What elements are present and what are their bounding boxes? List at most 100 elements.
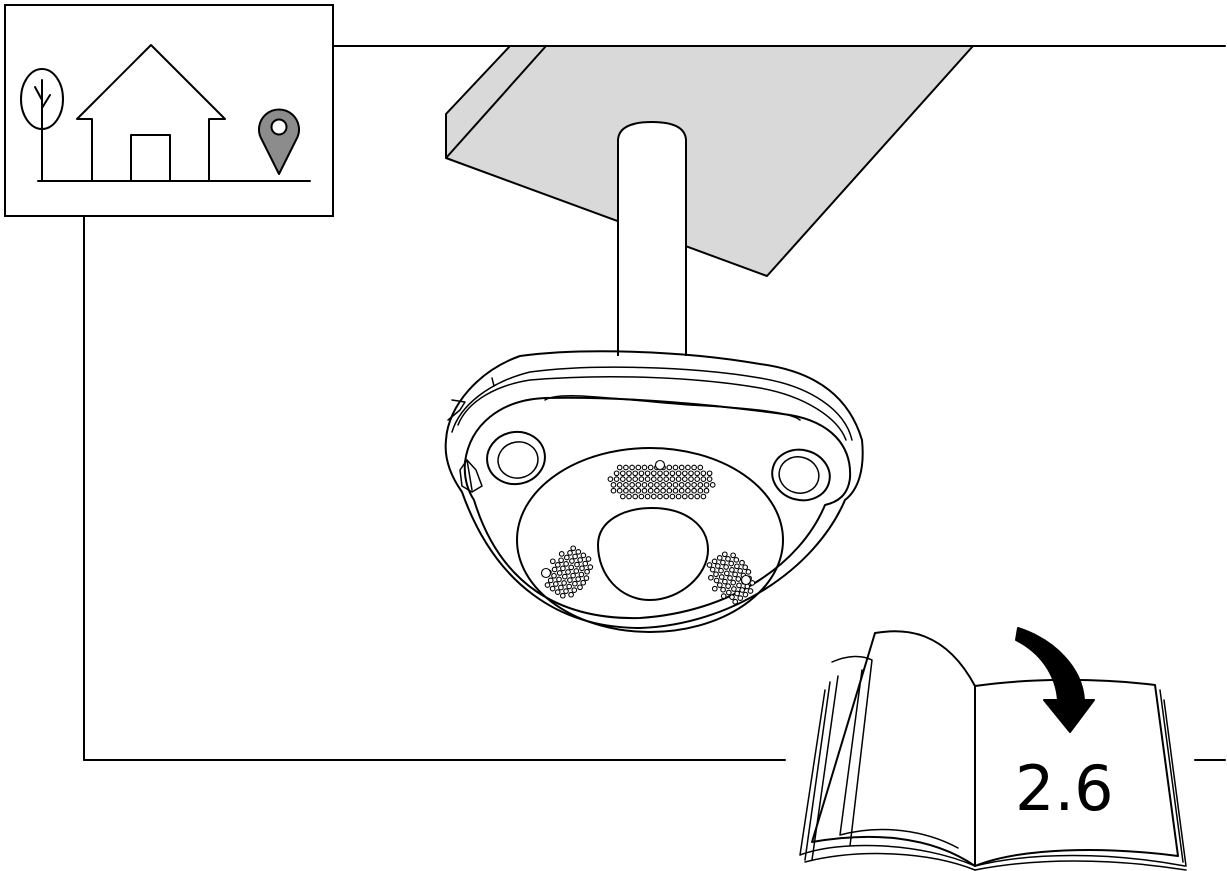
- grille-hole: [739, 559, 745, 566]
- grille-hole: [563, 561, 569, 567]
- grille-hole: [585, 556, 592, 562]
- grille-hole: [708, 574, 714, 581]
- grille-hole: [721, 551, 728, 558]
- grille-hole: [563, 554, 570, 561]
- grille-hole: [577, 584, 583, 591]
- grille-hole: [578, 571, 585, 578]
- open-book-icon: [799, 630, 1187, 871]
- grille-hole: [728, 560, 735, 567]
- ir-led-right: [771, 448, 831, 502]
- grille-hole: [725, 556, 731, 562]
- grille-hole: [694, 493, 701, 500]
- grille-hole: [554, 589, 561, 595]
- grille-hole: [587, 564, 594, 570]
- grille-hole: [700, 476, 707, 482]
- grille-hole: [685, 487, 691, 494]
- grille-hole: [635, 482, 642, 488]
- grille-hole: [551, 572, 557, 579]
- grille-hole: [558, 551, 565, 557]
- grille-hole: [638, 493, 645, 500]
- grille-hole: [613, 476, 620, 482]
- fisheye-camera: [444, 350, 864, 633]
- map-pin-icon: [258, 108, 300, 175]
- grille-hole: [681, 476, 688, 482]
- grille-hole: [650, 476, 657, 482]
- grille-hole: [635, 487, 642, 494]
- grille-hole: [688, 470, 694, 477]
- grille-hole: [716, 582, 723, 588]
- grille-hole: [616, 482, 623, 488]
- grille-hole: [675, 470, 682, 477]
- grille-hole: [703, 482, 710, 488]
- grille-hole: [632, 470, 639, 477]
- grille-hole: [691, 482, 697, 488]
- grille-hole: [742, 564, 749, 571]
- grille-hole: [572, 553, 578, 560]
- grille-hole: [569, 558, 575, 564]
- grille-hole: [688, 476, 694, 482]
- grille-hole: [697, 464, 704, 471]
- grille-hole: [706, 562, 713, 568]
- grille-hole: [558, 584, 564, 591]
- grille-hole: [720, 586, 726, 593]
- grille-hole: [574, 561, 580, 568]
- grille-hole: [570, 545, 577, 552]
- grille-hole: [716, 555, 723, 561]
- grille-hole: [568, 564, 575, 571]
- grille-hole: [732, 571, 738, 578]
- grille-hole: [554, 562, 561, 568]
- sensor-hole: [740, 574, 752, 586]
- grille-hole: [737, 595, 744, 601]
- grille-hole: [697, 487, 704, 494]
- grille-hole: [706, 470, 713, 477]
- grille-hole: [657, 476, 663, 482]
- grille-hole: [669, 470, 676, 477]
- grille-hole: [556, 570, 563, 576]
- grille-hole: [723, 570, 730, 577]
- grille-hole: [694, 476, 701, 482]
- grille-hole: [571, 587, 578, 593]
- grille-hole: [565, 569, 571, 575]
- grille-hole: [570, 572, 576, 579]
- grille-hole: [734, 563, 740, 570]
- grille-hole: [733, 557, 740, 563]
- grille-hole: [619, 476, 626, 482]
- grille-hole: [663, 476, 670, 482]
- grille-hole: [730, 552, 736, 559]
- grille-hole: [747, 588, 754, 594]
- grille-hole: [641, 487, 648, 494]
- grille-hole: [681, 470, 688, 477]
- grille-hole: [711, 558, 718, 565]
- grille-hole: [632, 493, 639, 500]
- grille-hole: [654, 487, 660, 494]
- grille-hole: [610, 482, 617, 488]
- grille-hole: [641, 482, 648, 488]
- grille-hole: [650, 470, 657, 477]
- grille-hole: [725, 583, 731, 589]
- grille-hole: [619, 493, 626, 500]
- grille-hole: [629, 464, 635, 471]
- grille-hole: [638, 470, 645, 477]
- grille-hole: [700, 493, 707, 500]
- grille-hole: [638, 476, 645, 482]
- grille-hole: [575, 549, 582, 555]
- grille-hole: [561, 573, 568, 580]
- grille-hole: [647, 482, 654, 488]
- grille-hole: [675, 476, 682, 482]
- grille-hole: [663, 493, 670, 500]
- camera-lens: [597, 507, 709, 601]
- sensor-hole: [540, 567, 552, 579]
- grille-hole: [544, 582, 551, 588]
- speaker-grille-left: [544, 545, 594, 599]
- grille-hole: [626, 470, 632, 477]
- grille-hole: [678, 464, 685, 471]
- grille-hole: [567, 550, 573, 556]
- grille-hole: [722, 578, 728, 585]
- grille-hole: [723, 564, 729, 570]
- grille-hole: [672, 482, 679, 488]
- grille-hole: [623, 482, 629, 488]
- grille-hole: [657, 470, 663, 477]
- grille-hole: [666, 482, 673, 488]
- grille-hole: [551, 566, 558, 573]
- grille-hole: [579, 565, 585, 572]
